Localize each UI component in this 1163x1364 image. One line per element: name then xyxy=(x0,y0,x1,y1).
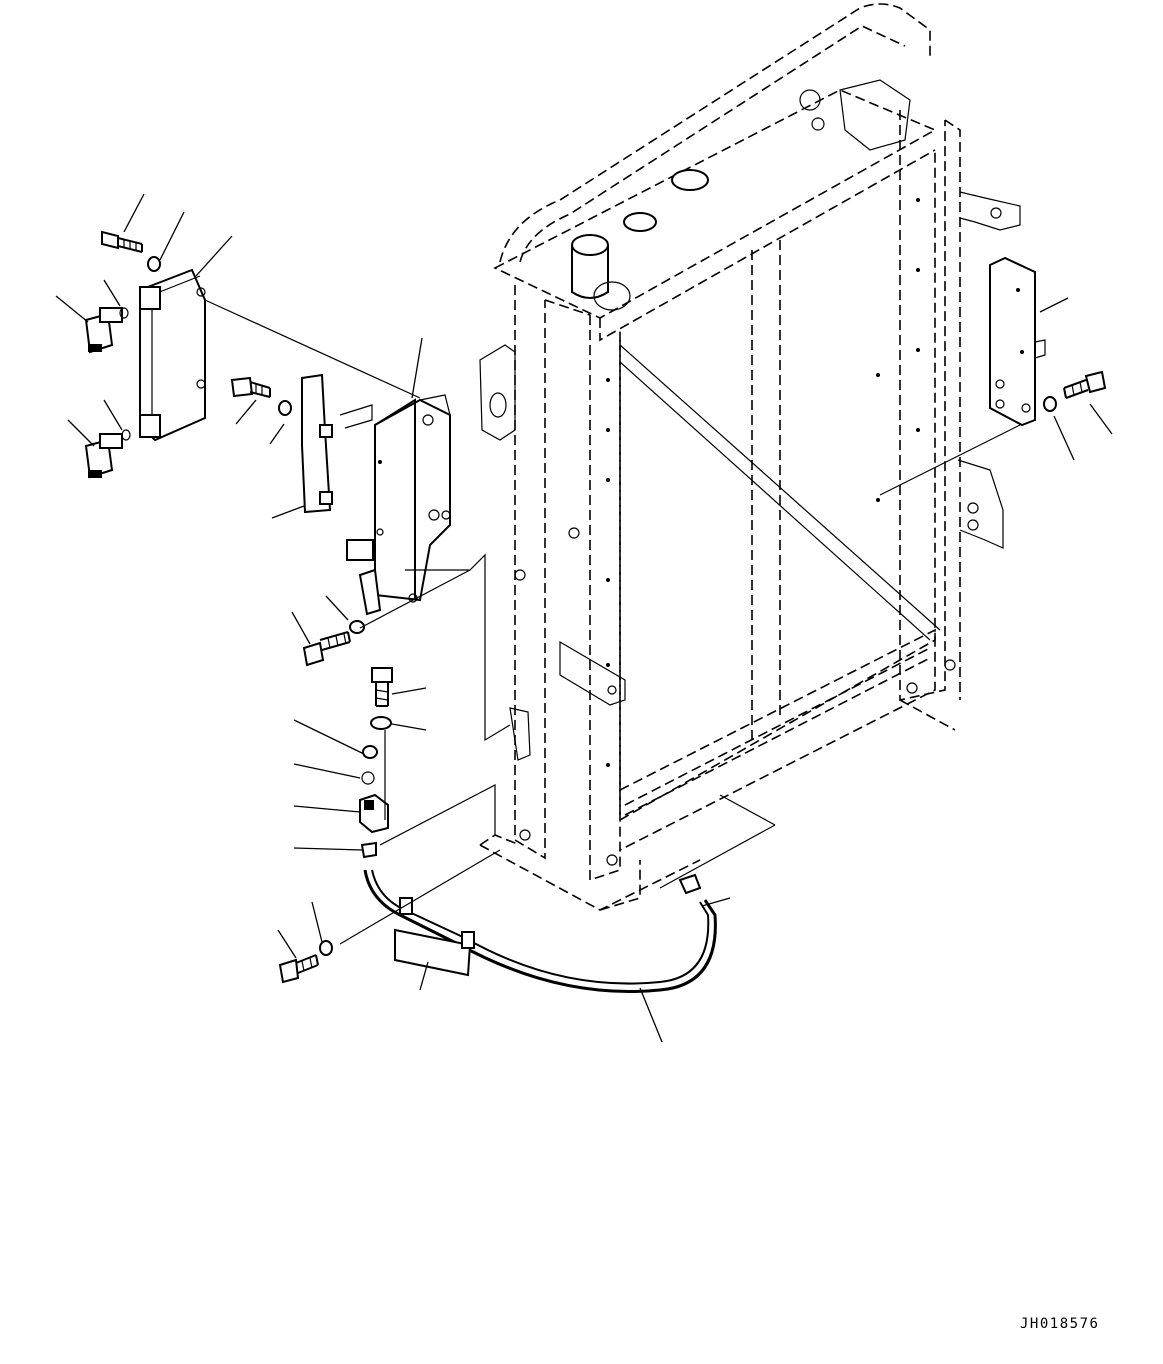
drain-hose xyxy=(278,794,776,994)
elbow-fitting-upper xyxy=(84,307,123,354)
drawing-number: JH018576 xyxy=(1020,1316,1100,1332)
bolt-right xyxy=(1063,370,1107,399)
radiator-frame xyxy=(479,3,1021,911)
leader-lines xyxy=(55,193,1113,1043)
sub-tank-assembly xyxy=(84,230,421,479)
side-plate-right xyxy=(879,256,1107,496)
drain-fitting-stack xyxy=(359,667,496,859)
bolt-middle xyxy=(230,376,271,398)
bolt-vertical xyxy=(371,667,393,707)
cover-strip xyxy=(301,373,333,514)
elbow-fitting-lower xyxy=(84,433,123,479)
mounting-bracket-assembly xyxy=(230,373,511,742)
bolt-lower xyxy=(302,631,351,667)
bolt-upper-left xyxy=(101,230,143,253)
bolt-hose-clamp xyxy=(278,954,319,984)
